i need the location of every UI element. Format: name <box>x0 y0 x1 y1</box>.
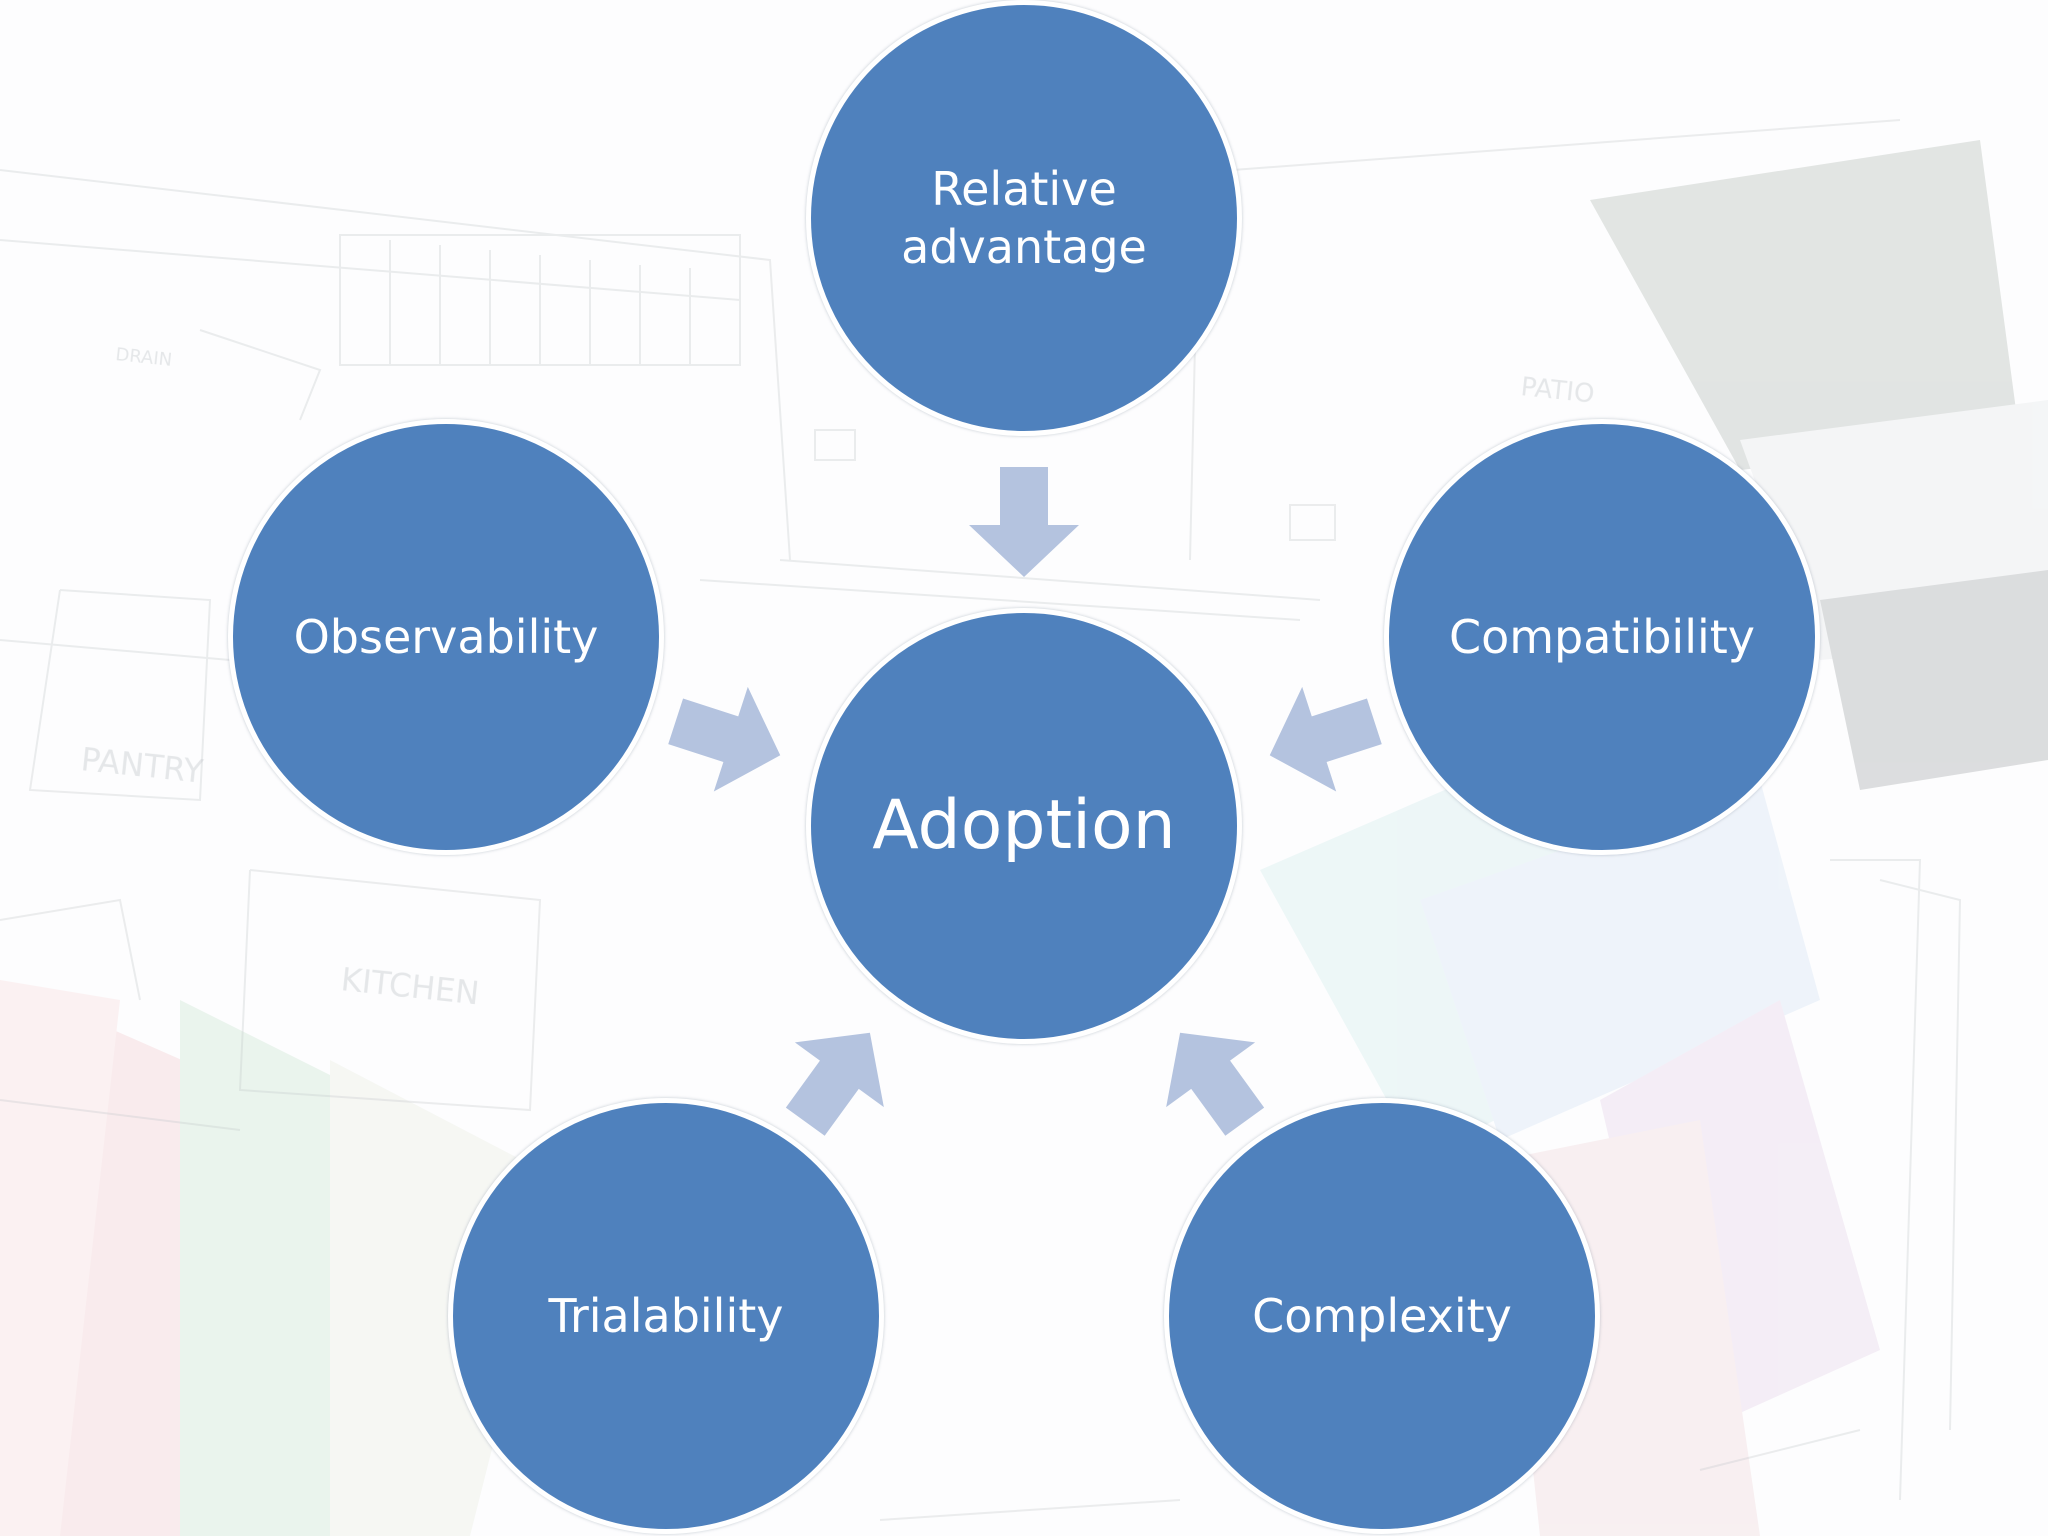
arrow-from-complexity <box>1166 1032 1265 1136</box>
arrow-from-relative-advantage <box>969 467 1079 577</box>
paint-brush <box>1590 140 2048 790</box>
node-label-trialability: Trialability <box>548 1289 784 1343</box>
node-label-adoption: Adoption <box>872 786 1176 865</box>
node-label-observability: Observability <box>293 610 599 664</box>
node-trialability: Trialability <box>448 1098 884 1534</box>
color-swatch-fan-left <box>0 980 560 1536</box>
node-label-compatibility: Compatibility <box>1448 610 1756 664</box>
node-relative-advantage: Relative advantage <box>806 0 1242 436</box>
node-label-relative-advantage: Relative advantage <box>901 162 1147 274</box>
arrow-from-compatibility <box>1269 686 1382 792</box>
node-adoption: Adoption <box>806 608 1242 1044</box>
arrow-from-trialability <box>785 1032 884 1136</box>
floor-plan-lines <box>0 119 1962 1521</box>
arrow-from-observability <box>668 686 781 792</box>
node-complexity: Complexity <box>1164 1098 1600 1534</box>
node-label-complexity: Complexity <box>1252 1289 1512 1343</box>
node-compatibility: Compatibility <box>1384 419 1820 855</box>
node-observability: Observability <box>228 419 664 855</box>
